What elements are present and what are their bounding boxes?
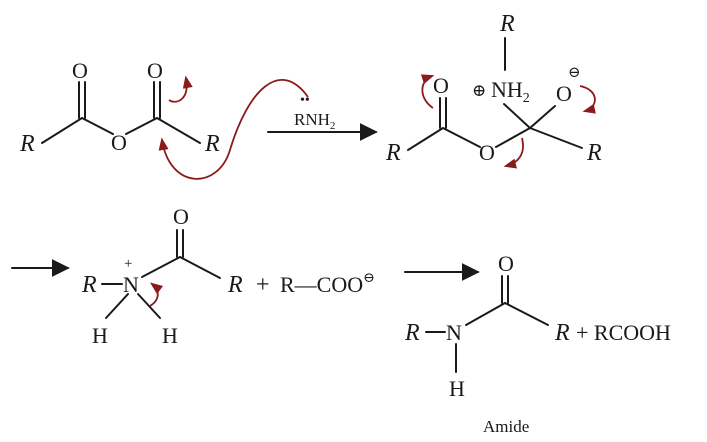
pi-bond-arrow — [168, 75, 193, 103]
protonated-amide: R N + O R H H — [81, 204, 243, 348]
r-acyl-label: R — [227, 272, 243, 298]
r-right-label: R — [204, 131, 220, 157]
curved-arrows-step2 — [420, 74, 596, 169]
carboxylic-acid-byproduct: + RCOOH — [576, 320, 671, 345]
carbonyl-oxygen-right: O — [147, 58, 163, 83]
deprotonation-arrow — [149, 282, 164, 307]
tetrahedral-intermediate: R O O R ⊕ NH2 O ⊖ R — [385, 11, 602, 166]
leaving-group-arrow — [503, 137, 524, 169]
negative-charge: ⊖ — [568, 65, 581, 81]
alkoxide-arrow — [579, 85, 596, 114]
r-left-label: R — [19, 131, 35, 157]
carboxylate-ion: R—COO⊖ — [280, 271, 375, 297]
acid-anhydride: R O O O R — [19, 58, 220, 157]
amine-nucleophile: •• RNH2 — [294, 93, 335, 132]
lone-pair-dots: •• — [300, 93, 310, 108]
r-top-label: R — [499, 11, 515, 37]
positive-charge: + — [124, 256, 132, 272]
r-acyl-label: R — [554, 320, 570, 346]
curved-arrows-step1 — [158, 75, 309, 180]
nitrogen-atom: N — [446, 320, 462, 345]
hydrogen-atom: H — [449, 376, 465, 401]
carbonyl-oxygen: O — [498, 251, 514, 276]
r-amine-label: R — [81, 272, 97, 298]
hydrogen-right: H — [162, 323, 178, 348]
carbonyl-oxygen-left: O — [72, 58, 88, 83]
ammonium-group: NH2 — [491, 77, 530, 106]
nucleophilic-attack-arrow — [158, 79, 309, 180]
plus-sign: + — [256, 272, 270, 298]
reform-carbonyl-arrow — [420, 74, 435, 109]
bridging-oxygen: O — [111, 130, 127, 155]
positive-charge: ⊕ — [472, 81, 486, 100]
hydrogen-left: H — [92, 323, 108, 348]
r-amine-label: R — [404, 320, 420, 346]
bridging-oxygen: O — [479, 140, 495, 165]
amide-product: R N O R + RCOOH H Amide — [404, 251, 671, 436]
r-left-label: R — [385, 140, 401, 166]
carbonyl-oxygen: O — [173, 204, 189, 229]
amine-label: RNH2 — [294, 110, 335, 132]
amide-caption: Amide — [483, 417, 529, 436]
r-right-label: R — [586, 140, 602, 166]
alkoxide-oxygen: O — [556, 81, 572, 106]
nitrogen-atom: N — [123, 272, 139, 297]
carbonyl-oxygen: O — [433, 73, 449, 98]
